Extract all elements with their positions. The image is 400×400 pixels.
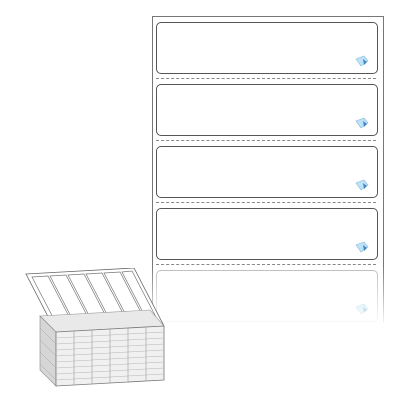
label-marker-icon [355,179,369,191]
label-1 [156,22,378,74]
label-marker-icon [355,241,369,253]
perforation-line [156,202,376,203]
label-marker-icon [355,55,369,67]
label-marker-icon [355,117,369,129]
perforation-line [156,78,376,79]
fanfold-label-stack-illustration [25,268,165,387]
label-3 [156,146,378,198]
fanfold-stack-body [39,309,165,387]
label-sheet [152,16,384,338]
label-4 [156,208,378,260]
label-marker-icon [355,303,369,315]
sheet-border [152,16,384,323]
perforation-line [156,264,376,265]
perforation-line [156,140,376,141]
label-5 [156,270,378,322]
label-2 [156,84,378,136]
